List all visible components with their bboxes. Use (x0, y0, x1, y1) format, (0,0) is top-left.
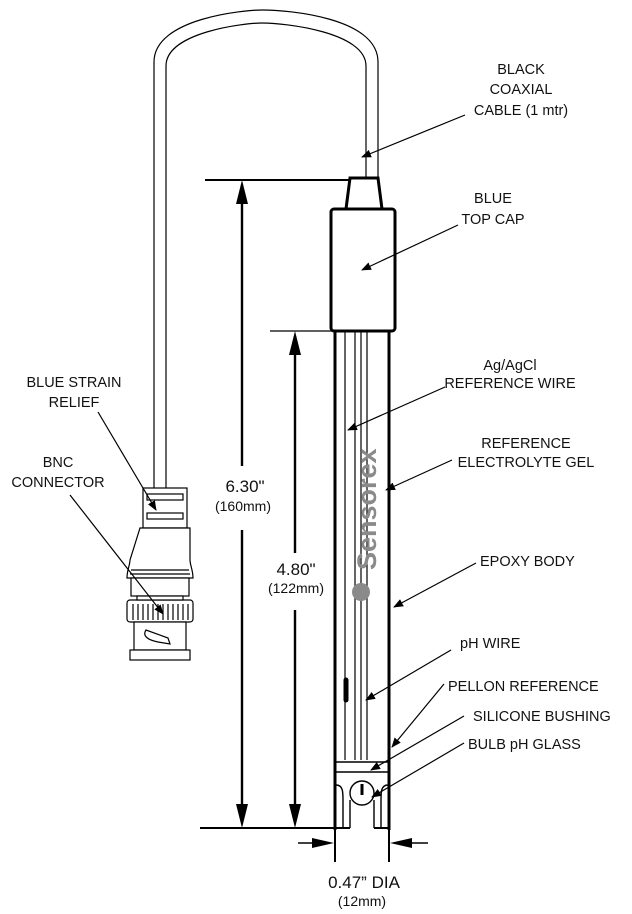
svg-text:BLUE: BLUE (474, 191, 512, 207)
overall-length-metric: (160mm) (215, 498, 271, 514)
callout-electrolyte: REFERENCE ELECTROLYTE GEL (458, 436, 595, 471)
body-length-metric: (122mm) (268, 580, 324, 596)
leader-lines (69, 114, 477, 798)
callout-reference-wire: Ag/AgCl REFERENCE WIRE (444, 358, 576, 392)
callout-epoxy-body: EPOXY BODY (480, 554, 575, 570)
cap-connector (344, 176, 384, 210)
callout-bnc-connector: BNC CONNECTOR (11, 455, 104, 491)
svg-text:REFERENCE WIRE: REFERENCE WIRE (444, 376, 576, 392)
brand-watermark: Sensorex (352, 448, 382, 601)
diameter: 0.47” DIA (328, 873, 400, 892)
svg-text:BNC: BNC (43, 455, 74, 471)
svg-text:COAXIAL: COAXIAL (490, 82, 553, 98)
brand-watermark-text: Sensorex (352, 448, 382, 570)
svg-text:CABLE (1 mtr): CABLE (1 mtr) (474, 103, 568, 119)
svg-text:BLUE STRAIN: BLUE STRAIN (26, 375, 121, 391)
diameter-metric: (12mm) (338, 893, 386, 909)
svg-text:ELECTROLYTE GEL: ELECTROLYTE GEL (458, 455, 595, 471)
svg-text:BLACK: BLACK (497, 62, 545, 78)
body-length: 4.80" (276, 560, 315, 579)
callout-cable: BLACK COAXIAL CABLE (1 mtr) (474, 62, 568, 119)
svg-text:TOP CAP: TOP CAP (461, 212, 524, 228)
callout-strain-relief: BLUE STRAIN RELIEF (26, 375, 121, 411)
callout-bulb-glass: BULB pH GLASS (468, 737, 581, 753)
callout-top-cap: BLUE TOP CAP (461, 191, 524, 228)
coaxial-cable (153, 9, 379, 490)
svg-text:CONNECTOR: CONNECTOR (11, 475, 104, 491)
bnc-connector (126, 487, 194, 661)
svg-text:RELIEF: RELIEF (49, 395, 100, 411)
callout-silicone-bushing: SILICONE BUSHING (473, 709, 611, 725)
svg-text:REFERENCE: REFERENCE (481, 436, 571, 452)
overall-length: 6.30" (225, 477, 264, 496)
brand-logo-icon (352, 583, 370, 601)
callout-ph-wire: pH WIRE (460, 636, 521, 652)
callout-pellon-reference: PELLON REFERENCE (448, 679, 599, 695)
svg-text:Ag/AgCl: Ag/AgCl (483, 358, 536, 374)
dimension-arrowheads (236, 180, 412, 848)
epoxy-body (333, 331, 391, 830)
